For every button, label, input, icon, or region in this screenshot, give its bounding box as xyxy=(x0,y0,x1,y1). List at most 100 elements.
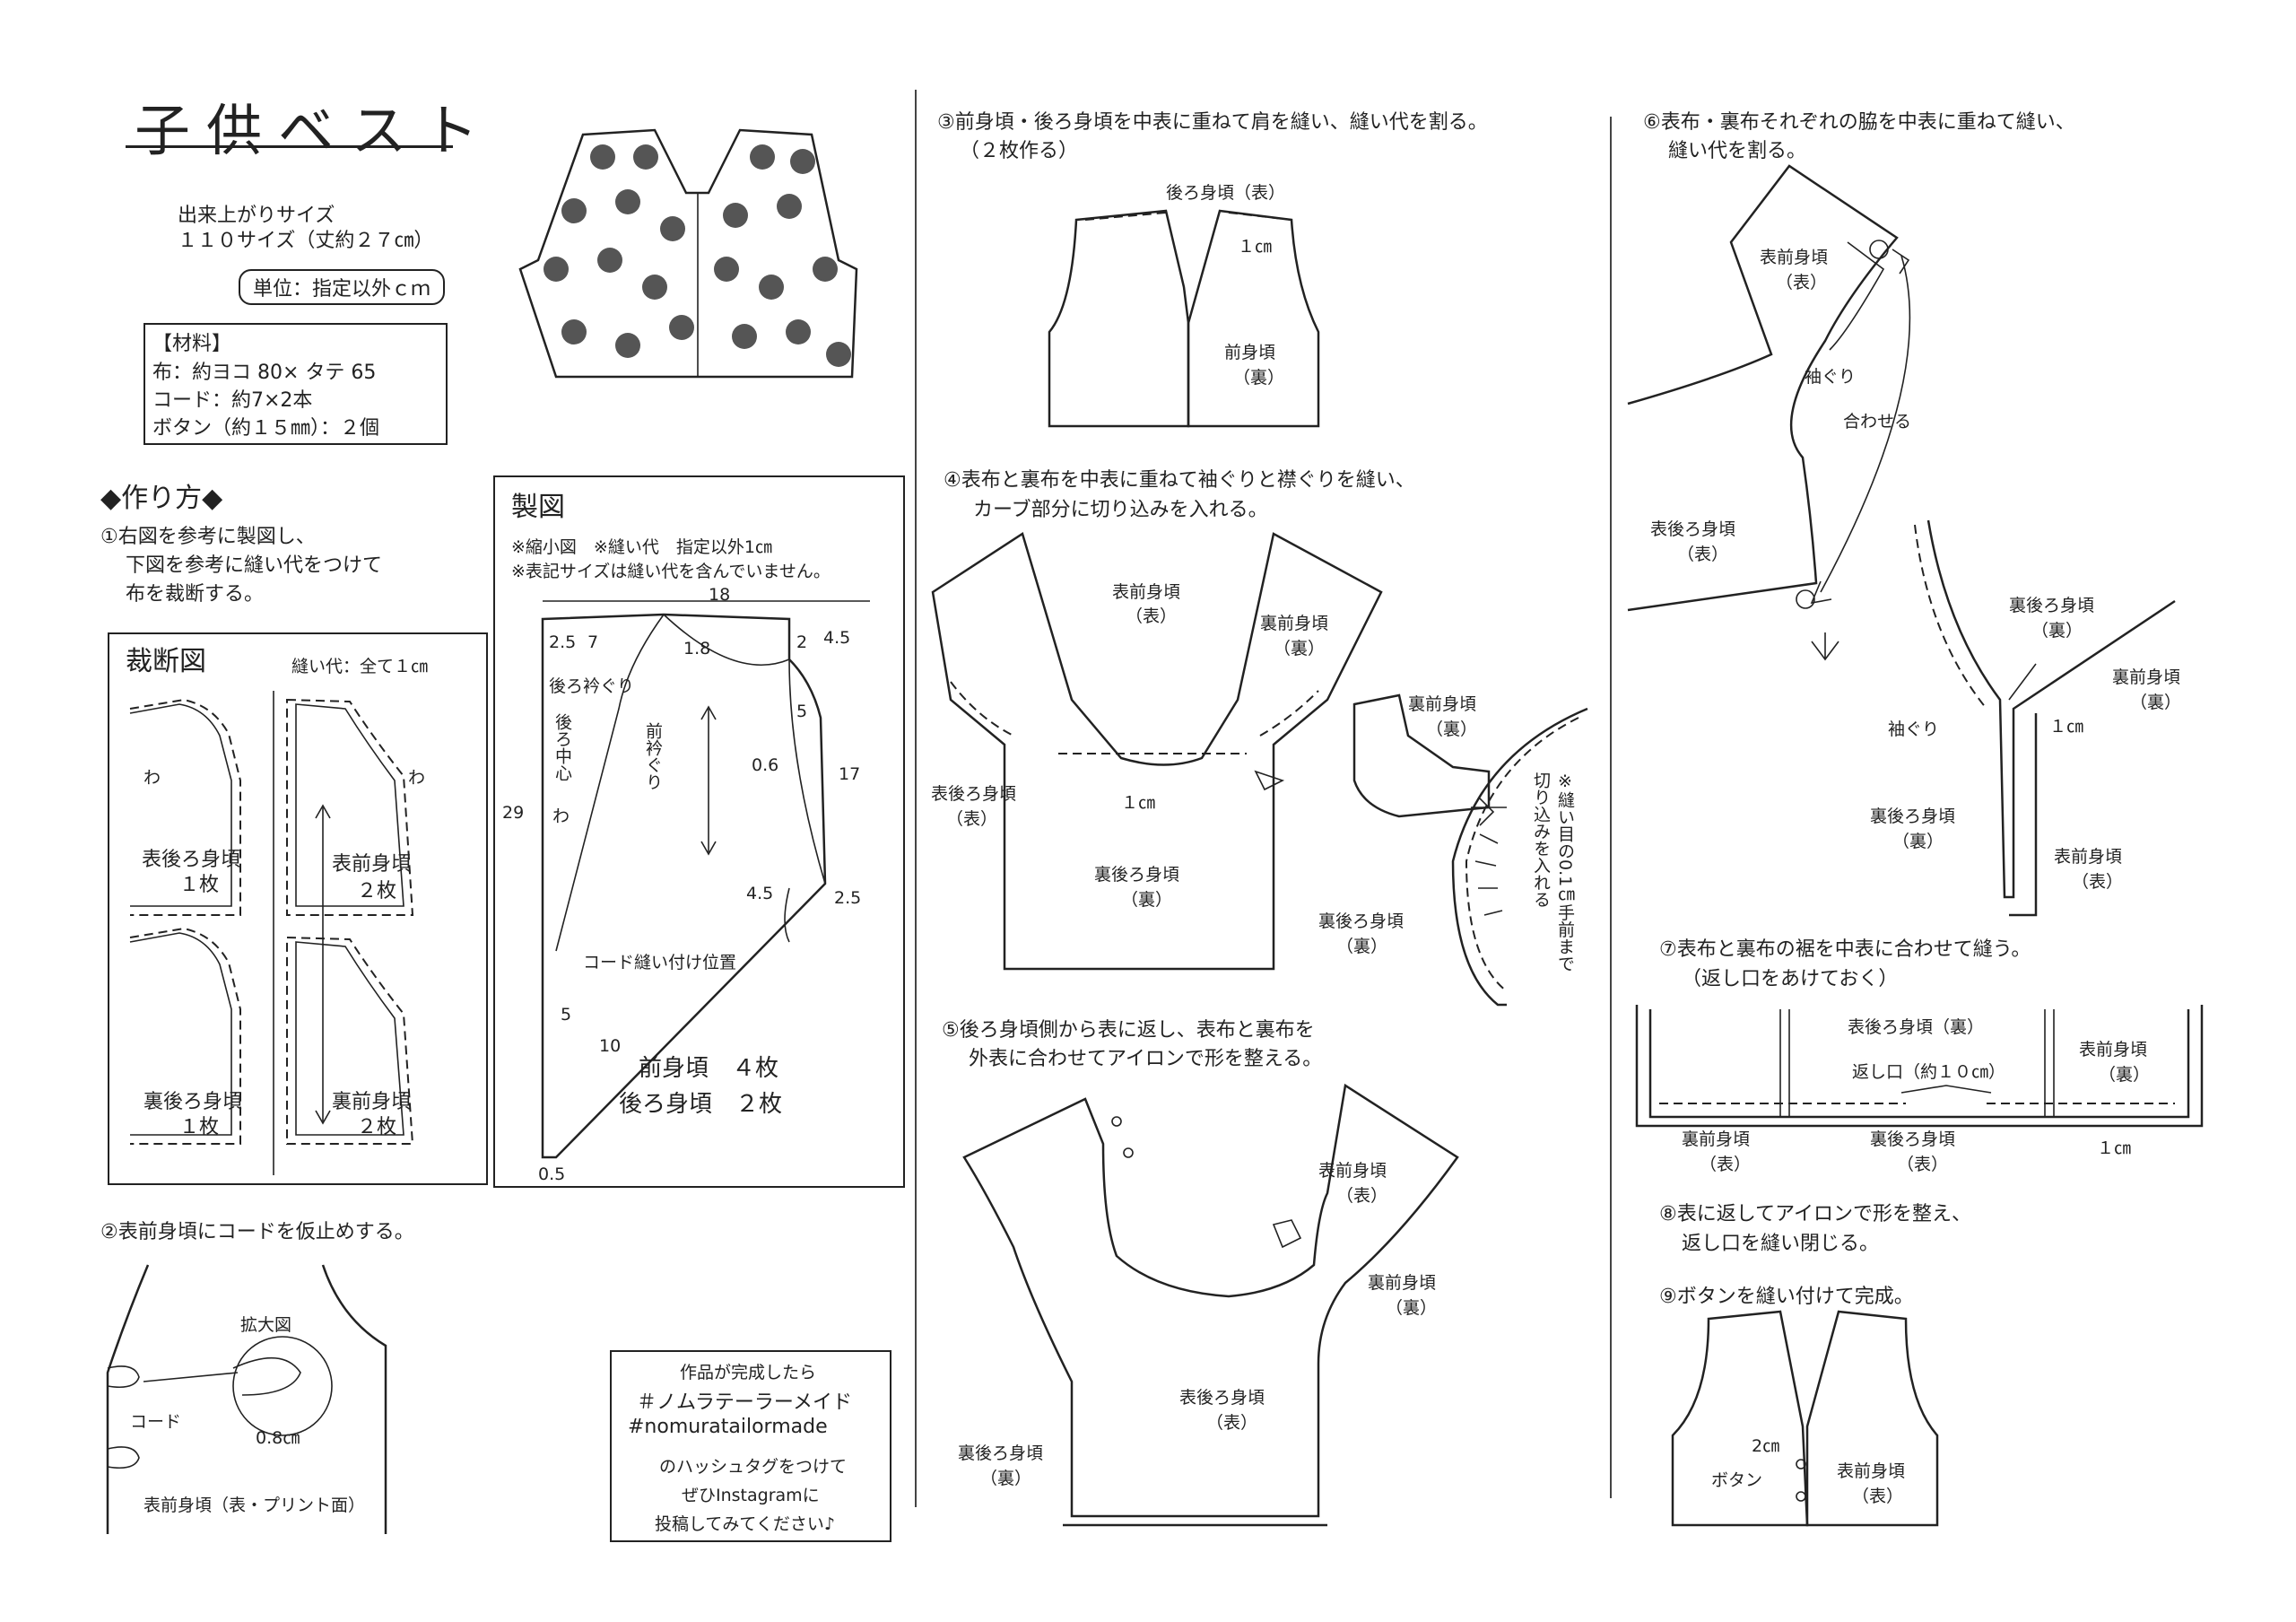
label: 裏後ろ身頃 xyxy=(1318,911,1405,931)
label: 表後ろ身頃 xyxy=(931,784,1017,804)
step5-text: ⑤後ろ身頃側から表に返し、表布と裏布を xyxy=(942,1019,1315,1042)
front-piece-label: 前身頃 xyxy=(1224,343,1276,362)
label: （裏） xyxy=(2031,621,2083,641)
step6-text: 縫い代を割る。 xyxy=(1668,140,1807,162)
label: 表前身頃 xyxy=(1760,248,1829,267)
hashtag-text: 作品が完成したら xyxy=(680,1363,817,1382)
label: （表） xyxy=(2072,872,2124,892)
cm-label: １㎝ xyxy=(1121,793,1156,813)
materials-heading: 【材料】 xyxy=(152,333,232,355)
label: 袖ぐり xyxy=(1805,367,1857,387)
cm-label: １㎝ xyxy=(2049,717,2084,737)
label: （表） xyxy=(1206,1413,1258,1433)
step5-text: 外表に合わせてアイロンで形を整える。 xyxy=(969,1048,1323,1070)
step1-text: 下図を参考に縫い代をつけて xyxy=(126,554,383,577)
count-back: 後ろ身頃 ２枚 xyxy=(619,1091,783,1118)
label: （表） xyxy=(1897,1155,1949,1174)
dim-label: 7 xyxy=(587,632,599,652)
label: （裏） xyxy=(2130,693,2182,712)
dim-label: 18 xyxy=(709,585,731,605)
dim-label: 5 xyxy=(796,702,808,721)
cutting-note: 縫い代：全て１㎝ xyxy=(291,657,429,676)
pattern-note: ※縮小図 ※縫い代 指定以外1㎝ xyxy=(511,537,772,557)
count-front: 前身頃 ４枚 xyxy=(639,1055,779,1082)
label: 裏前身頃 xyxy=(1260,614,1329,633)
column-divider xyxy=(1610,117,1612,1498)
dim-label: 0.8㎝ xyxy=(256,1428,300,1448)
unit-note: 単位：指定以外ｃｍ xyxy=(239,269,446,305)
materials-item: ボタン（約１５㎜）：２個 xyxy=(152,417,380,440)
label: （表） xyxy=(946,809,998,829)
side-label: （裏） xyxy=(1233,368,1285,388)
label: 表前身頃 xyxy=(2054,847,2123,867)
step7-text: （返し口をあけておく） xyxy=(1682,968,1899,990)
step6-text: ⑥表布・裏布それぞれの脇を中表に重ねて縫い、 xyxy=(1643,111,2075,134)
hashtag-text: 投稿してみてください♪ xyxy=(655,1514,835,1534)
label: 表前身頃 xyxy=(1318,1161,1387,1181)
title-underline xyxy=(126,145,453,148)
label: 裏後ろ身頃 xyxy=(1870,1129,1956,1149)
label: （裏） xyxy=(2099,1065,2151,1085)
piece-label: 表後ろ身頃 xyxy=(142,849,241,871)
dim-label: 2.5 xyxy=(549,632,577,652)
piece-count: １枚 xyxy=(179,1116,220,1138)
dim-label: 10 xyxy=(599,1036,622,1056)
dim-label: 0.5 xyxy=(538,1164,566,1184)
label: 合わせる xyxy=(1843,412,1912,432)
fold-mark: わ xyxy=(552,807,570,826)
pattern-box xyxy=(493,475,905,1188)
finished-size-label: 出来上がりサイズ xyxy=(178,205,335,227)
back-piece-label: 後ろ身頃（表） xyxy=(1166,183,1286,203)
materials-box xyxy=(144,323,448,445)
cut-note: ※縫い目の0.1㎝手前まで切り込みを入れる xyxy=(1531,772,1575,972)
label: 裏後ろ身頃 xyxy=(1870,807,1956,826)
column-divider xyxy=(915,90,917,1507)
label: （裏） xyxy=(1426,719,1478,739)
label: 裏後ろ身頃 xyxy=(2009,596,2095,615)
cm-label: １㎝ xyxy=(1238,237,1273,257)
dim-label: 0.6 xyxy=(752,755,779,775)
label: （裏） xyxy=(1274,639,1326,658)
page-title: 子供ベスト xyxy=(135,98,495,163)
step4-text: ④表布と裏布を中表に重ねて袖ぐりと襟ぐりを縫い、 xyxy=(944,469,1415,492)
dim-label: 29 xyxy=(502,803,525,823)
dim-label: 1.8 xyxy=(683,639,711,658)
piece-count: １枚 xyxy=(179,874,220,896)
label: （表） xyxy=(1336,1186,1388,1206)
label: （表） xyxy=(1700,1155,1752,1174)
label: （表） xyxy=(1776,273,1828,292)
label: 表前身頃 xyxy=(1837,1461,1906,1481)
piece-count: ２枚 xyxy=(357,880,397,903)
dim-label: 2㎝ xyxy=(1752,1436,1780,1456)
pattern-heading: 製図 xyxy=(511,492,565,523)
hashtag-text: #nomuratailormade xyxy=(628,1416,828,1438)
how-to-heading: ◆作り方◆ xyxy=(100,483,223,514)
step4-text: カーブ部分に切り込みを入れる。 xyxy=(973,499,1268,521)
label: 表前身頃 xyxy=(2079,1040,2148,1060)
step8-text: ⑧表に返してアイロンで形を整え、 xyxy=(1659,1203,1971,1225)
label: （裏） xyxy=(1336,937,1388,956)
dim-label: 2.5 xyxy=(834,888,862,908)
cord-label: コード xyxy=(130,1412,182,1432)
cord-position-label: コード縫い付け位置 xyxy=(583,953,737,972)
label: 裏前身頃 xyxy=(1682,1129,1751,1149)
dim-label: 4.5 xyxy=(746,884,774,903)
dim-label: 5 xyxy=(561,1005,572,1025)
label: 袖ぐり xyxy=(1888,719,1940,739)
finished-size-value: １１０サイズ（丈約２７㎝） xyxy=(178,230,434,252)
label: （裏） xyxy=(1386,1298,1438,1318)
step2-piece-label: 表前身頃（表・プリント面） xyxy=(144,1496,366,1515)
label: 表後ろ身頃（裏） xyxy=(1848,1017,1985,1037)
step2-text: ②表前身頃にコードを仮止めする。 xyxy=(100,1221,414,1243)
zoom-label: 拡大図 xyxy=(240,1315,292,1335)
